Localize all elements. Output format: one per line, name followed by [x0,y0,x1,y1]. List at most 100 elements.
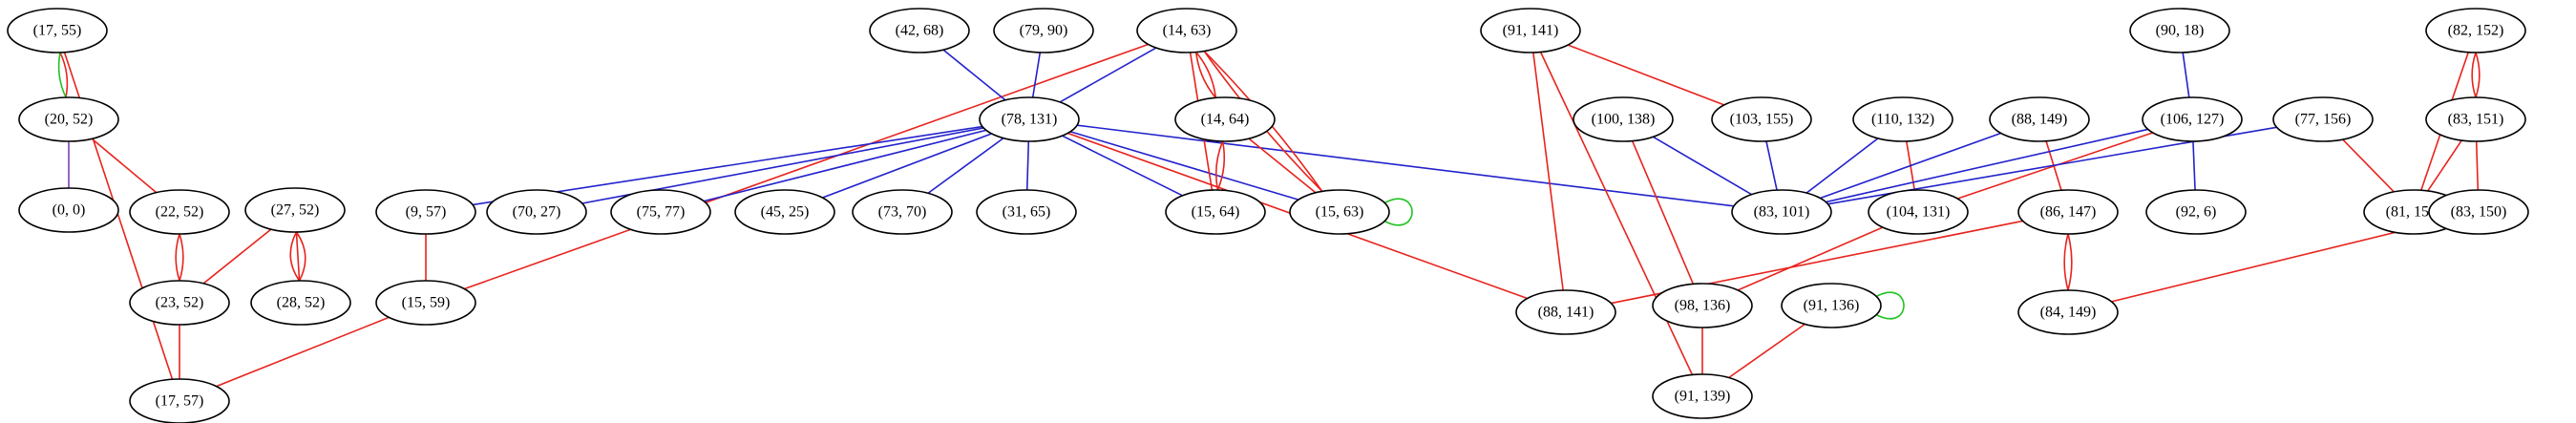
edge-n_17_55-n_20_52-0 [59,52,69,98]
edge-n_83_151-n_83_150-57 [2475,140,2480,191]
node-ellipse [1165,189,1266,235]
node-label: (70, 27) [513,204,561,221]
node-ellipse [1652,283,1753,328]
edge-n_88_149-n_83_101-45 [1820,132,2001,200]
node-n_14_63: (14, 63) [1136,8,1237,53]
node-ellipse [2425,8,2526,53]
node-ellipse [2425,96,2526,142]
node-n_75_77: (75, 77) [610,189,711,235]
edge-n_15_59-n_17_57-12 [216,316,390,388]
node-n_70_27: (70, 27) [486,189,587,235]
node-label: (14, 63) [1163,23,1212,39]
node-n_45_25: (45, 25) [734,189,835,235]
node-n_22_52: (22, 52) [129,189,230,235]
node-n_78_131: (78, 131) [979,96,1080,142]
edge-n_78_131-n_31_65-23 [1025,140,1030,191]
node-label: (104, 131) [1887,204,1951,221]
edge-n_14_63-n_15_59-14 [464,43,1149,290]
node-label: (82, 152) [2448,23,2504,39]
node-label: (110, 132) [1871,112,1934,128]
node-n_106_127: (106, 127) [2142,96,2243,142]
edge-n_91_141-n_103_155-37 [1567,44,1725,106]
node-ellipse [375,280,476,326]
node-n_73_70: (73, 70) [852,189,953,235]
node-label: (15, 63) [1316,204,1364,221]
edge-n_20_52-n_22_52-4 [91,137,158,194]
node-n_110_132: (110, 132) [1852,96,1953,142]
node-label: (79, 90) [1020,23,1068,39]
node-ellipse [1480,8,1581,53]
node-label: (20, 52) [45,112,94,128]
node-n_92_6: (92, 6) [2145,189,2247,235]
node-ellipse [979,96,1080,142]
node-ellipse [2142,96,2243,142]
edge-n_83_150-n_84_149-58 [2111,222,2436,303]
node-ellipse [869,8,970,53]
node-label: (22, 52) [156,204,204,221]
node-label: (98, 136) [1675,298,1731,314]
edge-n_14_64-n_15_63-35 [1248,137,1317,194]
edge-n_104_131-n_98_136-62 [1737,226,1884,291]
edge-n_86_147-n_84_149-61 [2063,233,2069,291]
node-ellipse [1652,373,1753,419]
node-ellipse [1174,96,1276,142]
node-label: (83, 101) [1754,204,1810,221]
node-ellipse [129,378,230,423]
node-ellipse [1515,289,1616,335]
node-label: (73, 70) [878,204,927,221]
node-n_90_18: (90, 18) [2129,8,2230,53]
node-n_91_141: (91, 141) [1480,8,1581,53]
node-ellipse [2129,8,2230,53]
edge-n_100_138-n_98_136-41 [1631,140,1695,285]
edge-n_110_132-n_83_101-43 [1805,137,1879,194]
edge-n_78_131-n_73_70-22 [927,137,1004,194]
node-n_91_136: (91, 136) [1781,283,1882,328]
node-ellipse [2017,289,2119,335]
node-n_77_156: (77, 156) [2272,96,2374,142]
node-label: (23, 52) [156,295,204,311]
node-n_27_52: (27, 52) [244,187,346,233]
node-label: (88, 141) [1538,305,1594,321]
edge-n_78_131-n_45_25-21 [822,133,992,199]
node-n_83_151: (83, 151) [2425,96,2526,142]
edge-n_91_141-n_88_141-38 [1532,52,1564,291]
node-n_82_152: (82, 152) [2425,8,2526,53]
edge-n_15_63-n_15_63-36 [1383,198,1413,226]
edge-n_83_151-n_81_151-56 [2427,139,2462,192]
node-ellipse [1573,96,1674,142]
node-label: (15, 64) [1192,204,1240,221]
node-n_83_150: (83, 150) [2428,189,2529,235]
edge-n_78_131-n_75_77-20 [704,129,986,202]
node-label: (84, 149) [2040,305,2097,321]
node-label: (92, 6) [2176,204,2217,221]
node-label: (91, 139) [1675,389,1731,405]
node-label: (27, 52) [271,202,320,219]
edge-n_77_156-n_81_151-52 [2342,138,2395,193]
node-ellipse [976,189,1077,235]
node-ellipse [129,189,230,235]
edge-n_100_138-n_83_101-40 [1652,136,1753,196]
node-ellipse [129,280,230,326]
node-n_100_138: (100, 138) [1573,96,1674,142]
node-ellipse [18,96,119,142]
edge-n_90_18-n_106_127-47 [2182,52,2190,98]
node-n_9_57: (9, 57) [375,189,476,235]
node-label: (88, 149) [2012,112,2068,128]
edge-n_42_68-n_78_131-15 [942,49,1006,101]
node-n_17_55: (17, 55) [7,8,108,53]
edge-n_82_152-n_83_151-53 [2475,52,2481,98]
node-ellipse [1136,8,1237,53]
node-label: (91, 141) [1503,23,1559,39]
edge-n_14_64-n_15_64-33 [1216,140,1226,191]
node-label: (103, 155) [1730,112,1794,128]
edge-n_27_52-n_28_52-10 [289,231,301,282]
node-label: (75, 77) [637,204,686,221]
edge-n_22_52-n_23_52-6 [175,233,180,282]
edge-n_27_52-n_28_52-8 [295,231,306,282]
node-n_20_52: (20, 52) [18,96,119,142]
node-n_88_149: (88, 149) [1989,96,2090,142]
edge-n_27_52-n_23_52-7 [202,228,272,285]
node-ellipse [2272,96,2374,142]
graph-edges [57,43,2481,388]
